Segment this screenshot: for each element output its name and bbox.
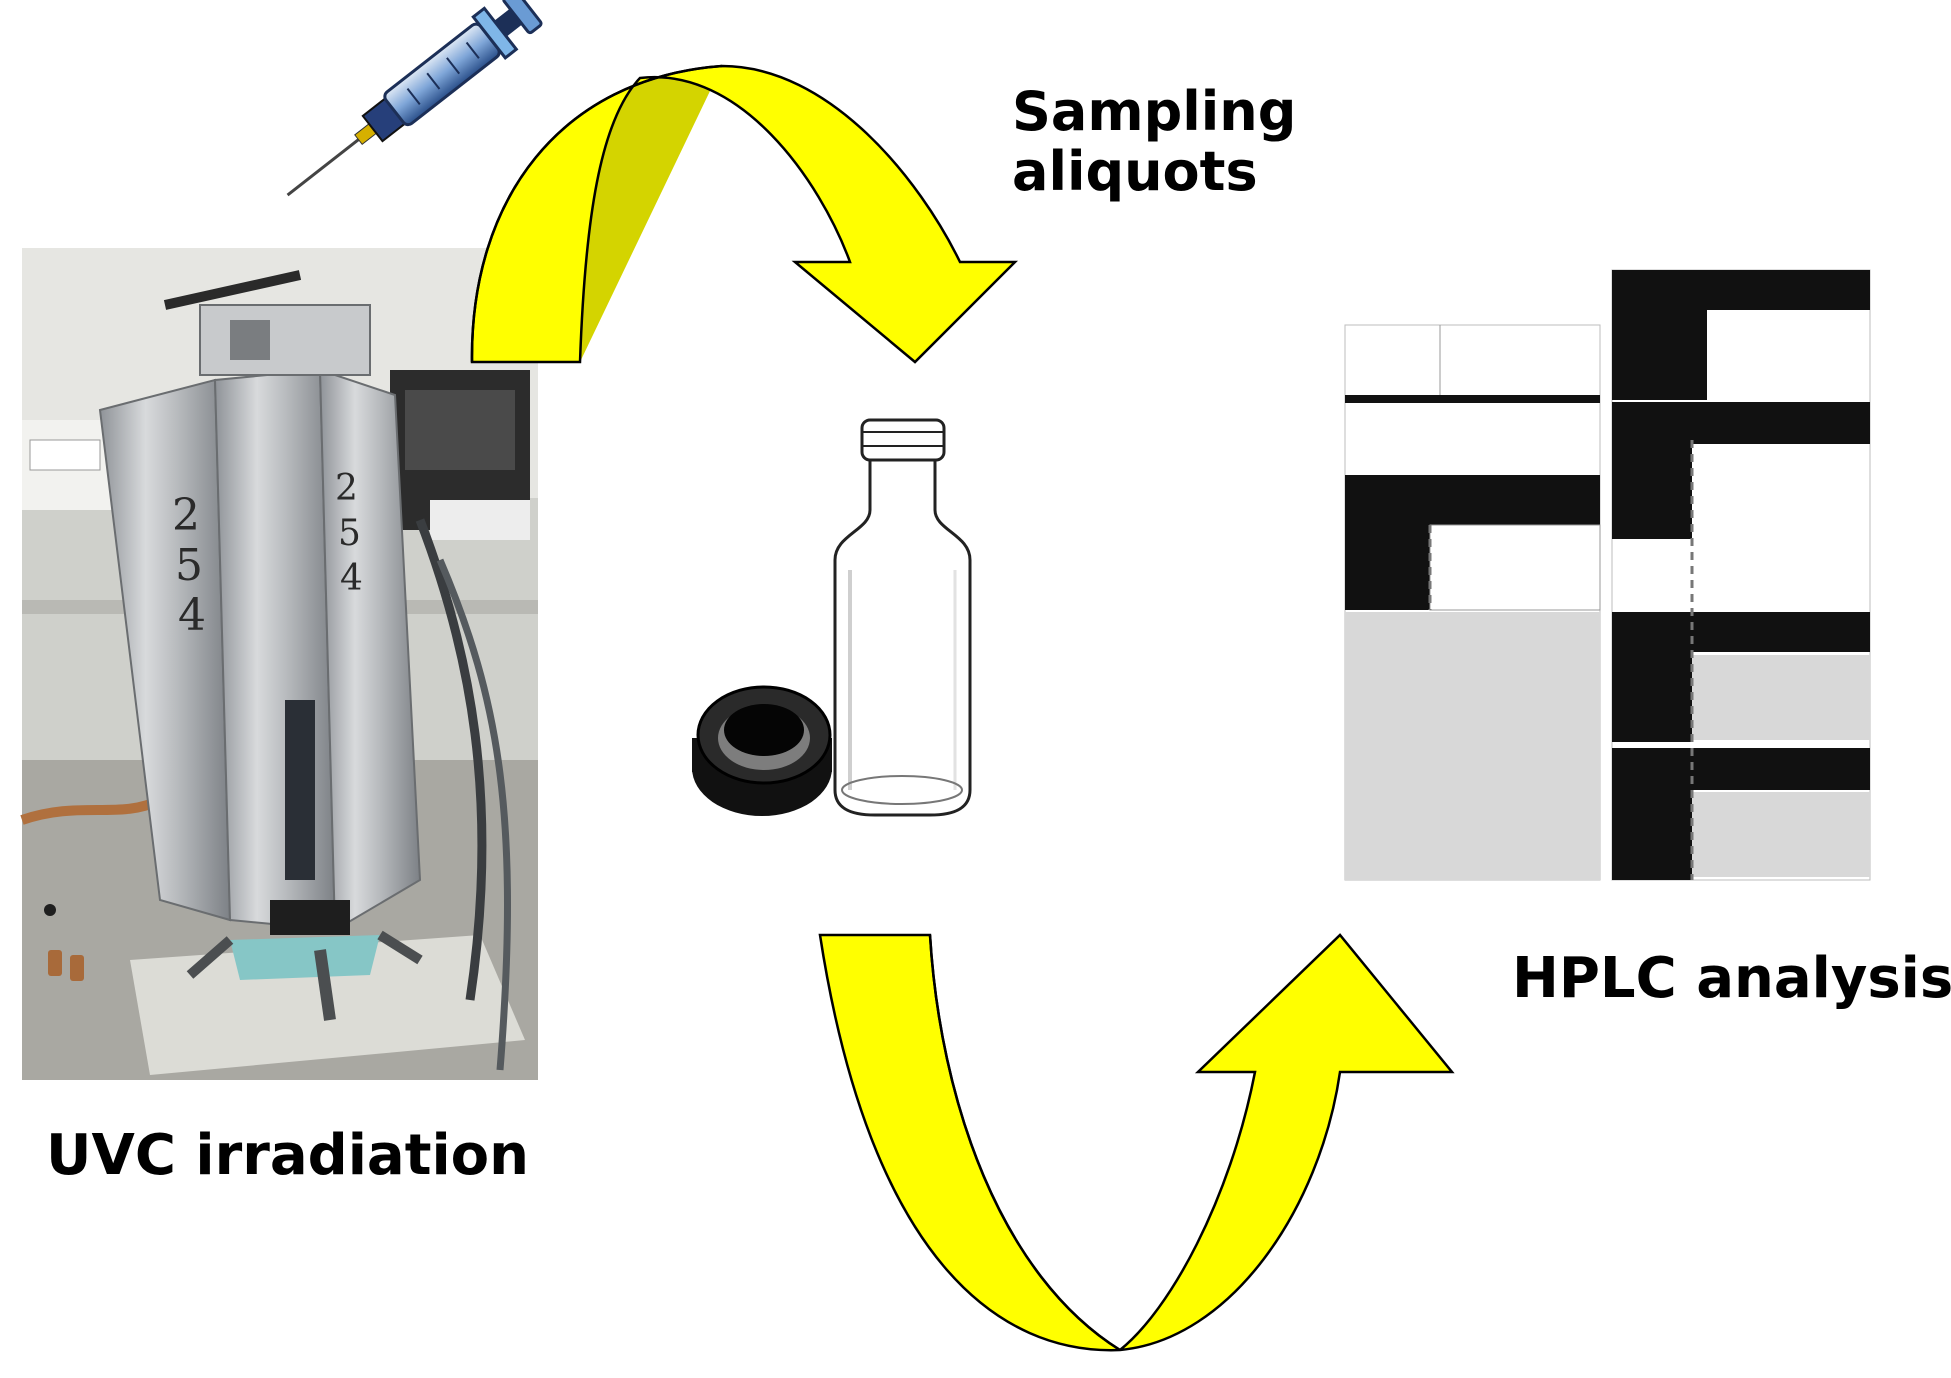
uvc-label: UVC irradiation [46, 1123, 529, 1188]
vial-cap-icon [692, 685, 832, 816]
syringe-icon [286, 0, 543, 197]
svg-text:5: 5 [338, 513, 361, 554]
vial-icon [833, 418, 972, 817]
hplc-label: HPLC analysis [1512, 946, 1951, 1011]
svg-text:4: 4 [340, 558, 363, 599]
svg-text:2: 2 [172, 490, 200, 541]
arrow-sampling [470, 64, 1019, 364]
arrow-hplc [818, 933, 1455, 1352]
uvc-reactor-photo: 2 5 4 2 5 4 [20, 248, 538, 1080]
svg-text:2: 2 [335, 468, 358, 509]
sampling-label-line2: aliquots [1012, 140, 1258, 204]
sampling-label: Sampling aliquots [1012, 80, 1297, 204]
sampling-label-line1: Sampling [1012, 80, 1297, 143]
hplc-report-thumbnail [1344, 269, 1871, 881]
svg-text:5: 5 [175, 540, 203, 591]
svg-text:4: 4 [178, 590, 206, 641]
